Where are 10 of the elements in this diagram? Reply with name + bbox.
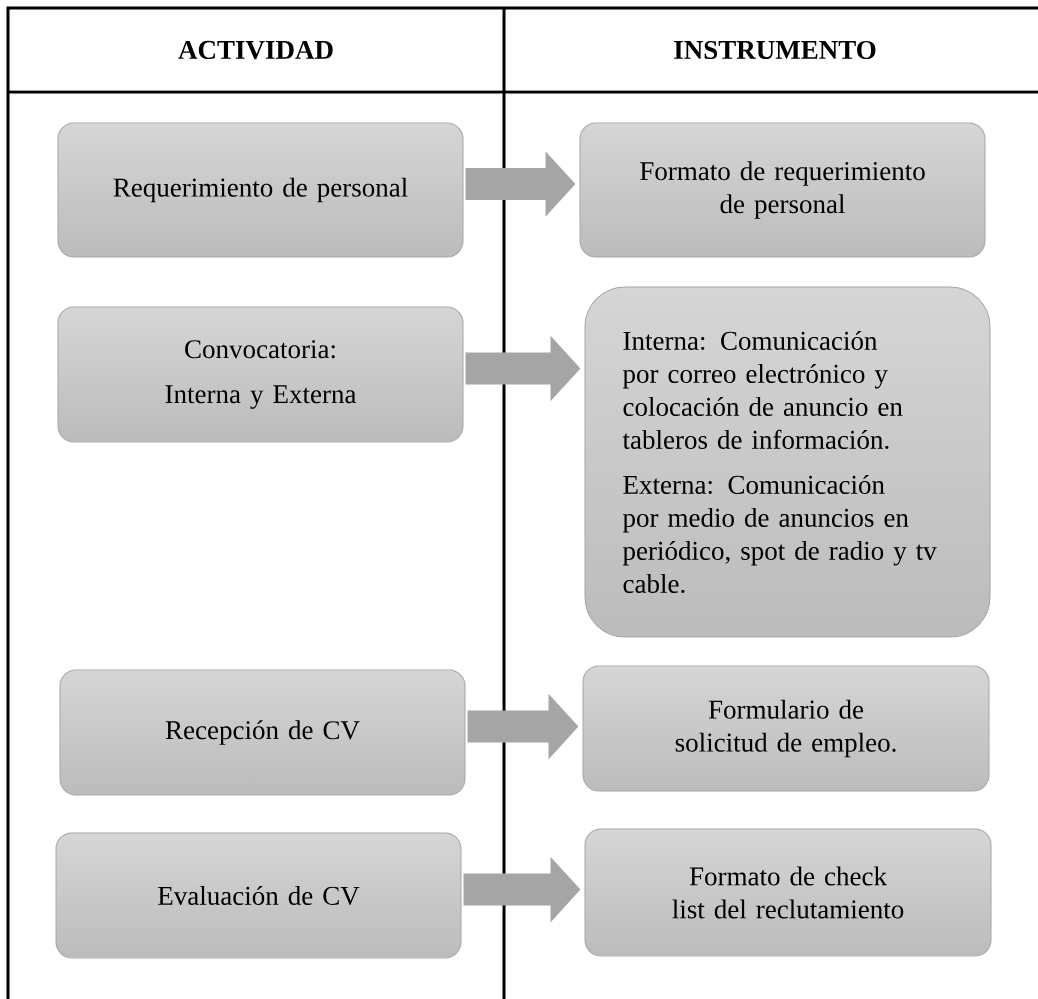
process-box: Evaluación de CV (55, 832, 462, 959)
process-box: Formato de requerimiento de personal (579, 122, 986, 258)
process-box: Formulario de solicitud de empleo. (582, 665, 990, 792)
process-box: Convocatoria: Interna y Externa (57, 306, 464, 443)
column-header: ACTIVIDAD (178, 40, 333, 60)
column-header: INSTRUMENTO (674, 40, 876, 60)
process-box: Recepción de CV (59, 669, 466, 796)
process-box: Interna: Comunicación por correo electrónico y colocación de anuncio en tableros de información. Externa: Comunicación por medio de anuncios en periódico, spot de radio y tv cable. (584, 286, 991, 638)
process-box: Formato de check list del reclutamiento (584, 828, 992, 957)
process-box: Requerimiento de personal (57, 122, 464, 258)
